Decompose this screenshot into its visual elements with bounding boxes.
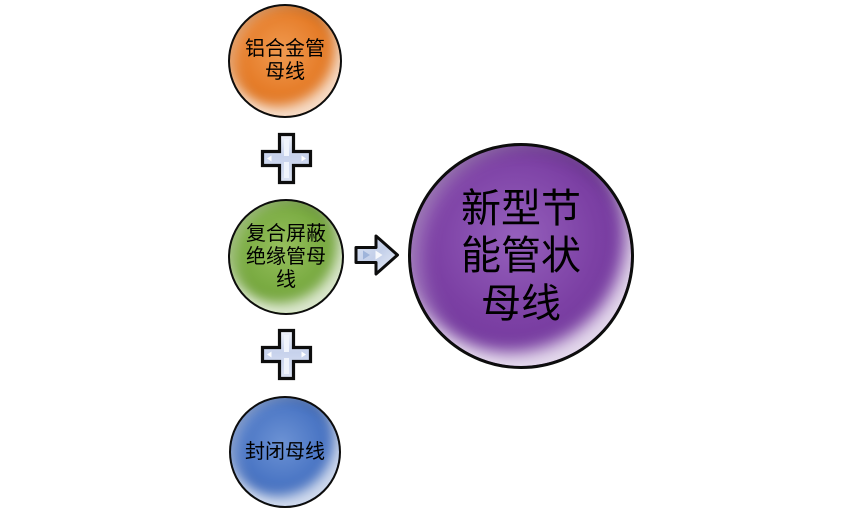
arrow-right-icon: [354, 234, 399, 276]
node-new-energy-saving-tubular-busbar: 新型节 能管状 母线: [408, 143, 634, 369]
node-enclosed-busbar: 封闭母线: [229, 396, 341, 508]
node-label: 复合屏蔽 绝缘管母 线: [246, 222, 326, 291]
node-label: 铝合金管 母线: [245, 38, 325, 83]
node-label: 封闭母线: [245, 440, 325, 463]
plus-icon: [260, 328, 313, 381]
node-composite-shielded-insulated-tube-busbar: 复合屏蔽 绝缘管母 线: [228, 199, 344, 315]
plus-icon: [260, 132, 313, 185]
node-label: 新型节 能管状 母线: [461, 186, 581, 326]
node-aluminum-alloy-tube-busbar: 铝合金管 母线: [228, 4, 342, 118]
